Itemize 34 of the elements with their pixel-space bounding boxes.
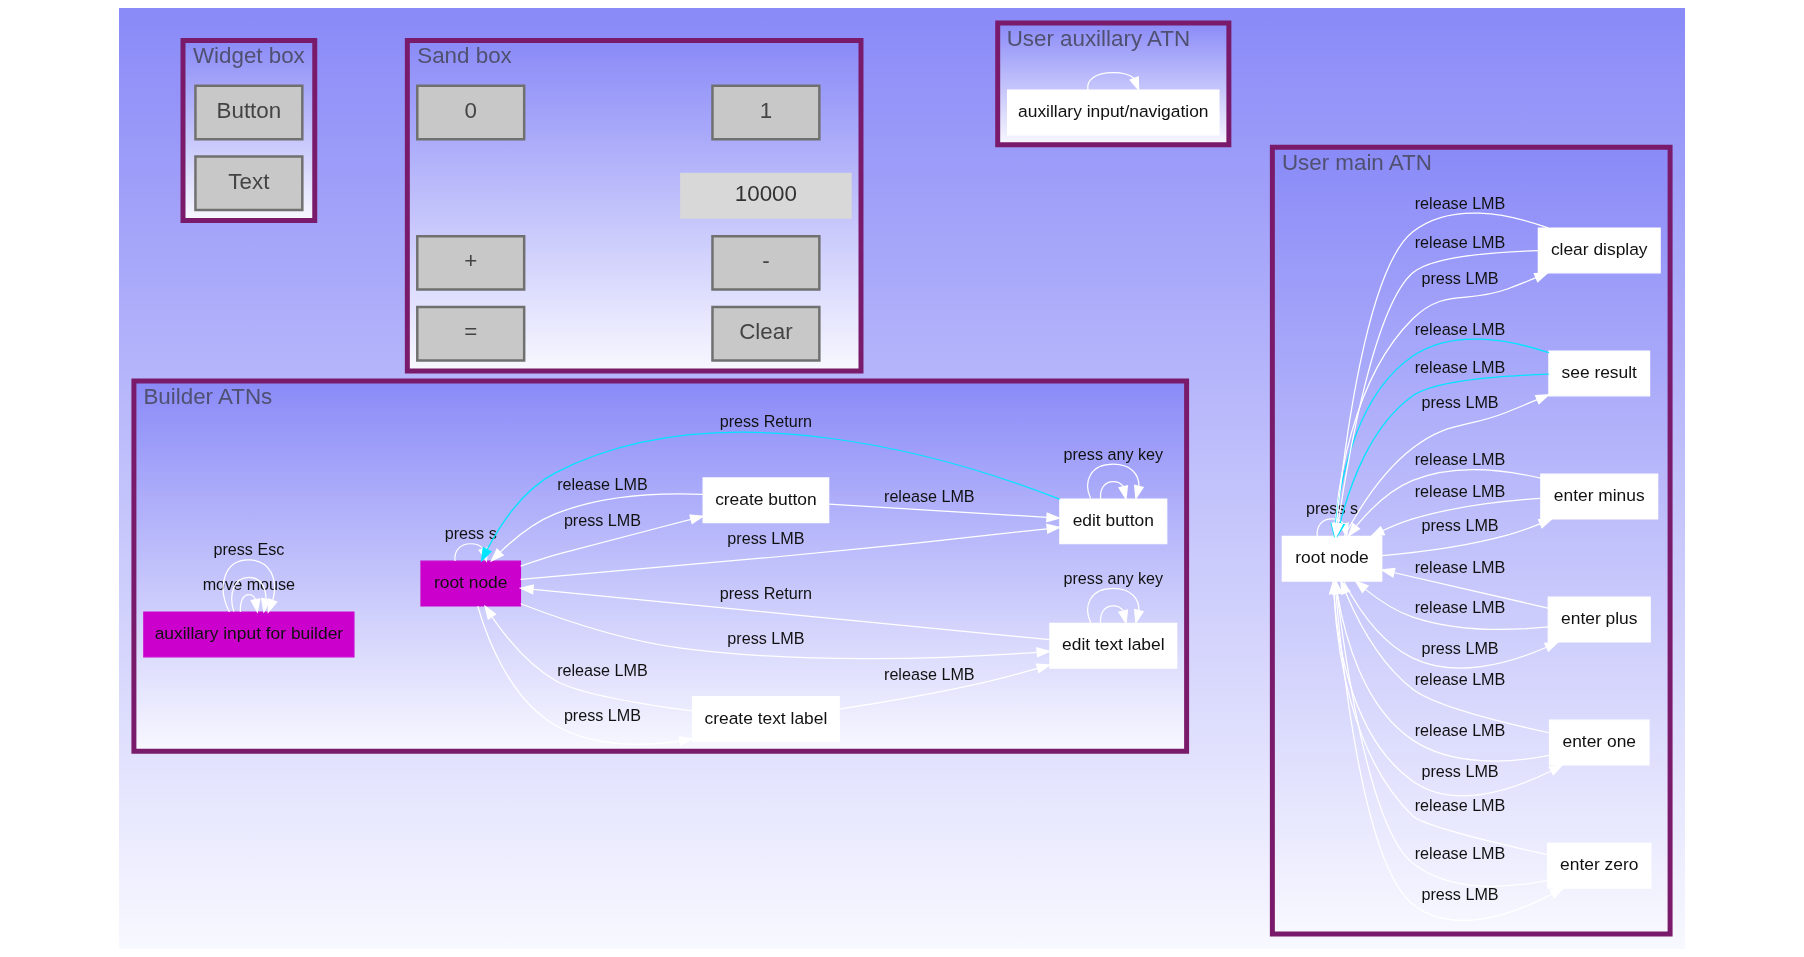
edge-label: release LMB (884, 664, 975, 683)
edge-label: press LMB (727, 529, 805, 548)
edge-label: release LMB (1414, 320, 1506, 339)
edge-label: release LMB (1414, 796, 1506, 815)
edge-label: release LMB (1414, 482, 1506, 501)
edge-label: release LMB (1414, 557, 1506, 576)
edge-label: press LMB (1421, 392, 1499, 411)
edge-label: press LMB (1421, 515, 1499, 534)
edge-label: press LMB (563, 705, 642, 724)
edge-label: release LMB (1414, 597, 1506, 616)
edge-label: release LMB (1414, 843, 1506, 862)
edge-label: press LMB (727, 628, 805, 647)
edge-label: press LMB (1421, 269, 1499, 288)
edge-label: press Return (719, 583, 813, 602)
edge-label: release LMB (1414, 357, 1506, 376)
edge-label: release LMB (1414, 233, 1506, 252)
edge-label: press LMB (1421, 761, 1499, 780)
edge-label: press s (1306, 499, 1359, 518)
edge-label: press any key (1063, 569, 1164, 588)
edge-label: release LMB (1414, 449, 1506, 468)
edge-label: release LMB (557, 660, 648, 679)
edge-label: move mouse (202, 575, 296, 594)
edge-label: release LMB (1414, 669, 1506, 688)
edge-label: release LMB (884, 486, 975, 505)
edge-label: press LMB (1421, 884, 1499, 903)
edge-label: release LMB (1414, 720, 1506, 739)
edge-label: press Return (719, 412, 813, 431)
edge-label: press s (444, 524, 497, 543)
edge-label: press LMB (563, 510, 642, 529)
edge-label: press LMB (1421, 638, 1499, 657)
edge-label: release LMB (557, 474, 648, 493)
edge-label: release LMB (1414, 193, 1506, 212)
edge-label: press any key (1063, 444, 1164, 463)
edge-label: press Esc (213, 540, 285, 559)
